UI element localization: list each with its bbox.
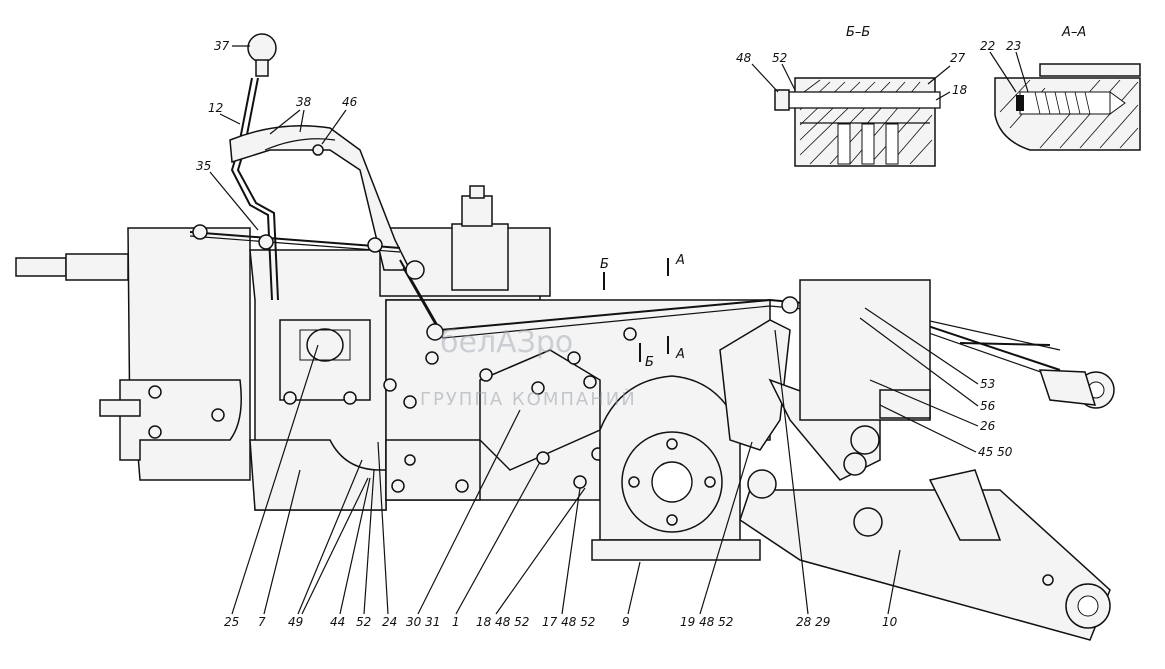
svg-text:19 48 52: 19 48 52 — [680, 615, 733, 629]
callout-22: 22 — [980, 39, 1017, 93]
callout-49: 49 — [288, 459, 369, 629]
section-bb-view: Б–Б 48 52 27 18 — [736, 25, 968, 167]
output-flange — [591, 375, 761, 561]
svg-text:25: 25 — [224, 615, 239, 629]
svg-text:37: 37 — [214, 39, 230, 53]
rear-linkage — [719, 279, 1115, 641]
callout-56: 56 — [859, 317, 996, 413]
callout-9: 9 — [622, 561, 641, 629]
svg-text:56: 56 — [980, 399, 996, 413]
callout-28-29: 28 29 — [774, 329, 830, 629]
svg-text:1: 1 — [452, 615, 460, 629]
svg-text:Б: Б — [645, 355, 654, 370]
callout-25: 25 — [224, 344, 319, 629]
callout-52: 52 — [356, 469, 375, 629]
section-aa-view: А–А 22 23 — [980, 25, 1141, 151]
svg-text:44: 44 — [330, 615, 345, 629]
callout-48: 48 — [736, 51, 779, 93]
svg-text:22: 22 — [980, 39, 995, 53]
svg-text:38: 38 — [296, 95, 312, 109]
callout-27: 27 — [927, 51, 966, 85]
svg-text:Б: Б — [600, 257, 609, 272]
callout-26: 26 — [869, 379, 996, 433]
svg-text:30 31: 30 31 — [406, 615, 440, 629]
svg-text:7: 7 — [258, 615, 266, 629]
callout-30-31: 30 31 — [406, 409, 521, 629]
section-marks: Б А Б А — [600, 253, 685, 370]
svg-text:ГРУППА КОМПАНИЙ: ГРУППА КОМПАНИЙ — [420, 388, 637, 410]
watermark: белАЗро ГРУППА КОМПАНИЙ — [420, 325, 637, 410]
svg-text:49: 49 — [288, 615, 303, 629]
svg-text:52: 52 — [356, 615, 371, 629]
callout-19-48-52: 19 48 52 — [680, 441, 753, 629]
svg-text:48: 48 — [736, 51, 752, 65]
callout-44: 44 — [330, 477, 371, 629]
bottom-callouts: 25 7 49 44 52 24 30 31 1 18 48 52 17 48 … — [224, 329, 901, 629]
svg-text:10: 10 — [882, 615, 898, 629]
svg-text:27: 27 — [950, 51, 966, 65]
section-aa-title: А–А — [1061, 25, 1086, 40]
svg-text:А: А — [675, 347, 685, 362]
callout-23: 23 — [1006, 39, 1029, 93]
svg-text:17 48 52: 17 48 52 — [542, 615, 595, 629]
svg-text:52: 52 — [772, 51, 787, 65]
callout-24: 24 — [377, 441, 397, 629]
callout-35: 35 — [196, 159, 259, 231]
callout-18-48-52: 18 48 52 — [476, 487, 586, 629]
callout-38: 38 — [269, 95, 312, 135]
svg-text:18 48 52: 18 48 52 — [476, 615, 529, 629]
svg-text:24: 24 — [382, 615, 397, 629]
callout-17-48-52: 17 48 52 — [542, 487, 595, 629]
callout-53: 53 — [864, 307, 995, 391]
svg-text:45 50: 45 50 — [978, 445, 1013, 459]
callout-45-50: 45 50 — [879, 404, 1013, 459]
svg-text:18: 18 — [952, 83, 968, 97]
section-bb-title: Б–Б — [846, 25, 870, 40]
callout-1: 1 — [452, 461, 541, 629]
callout-46: 46 — [321, 95, 358, 145]
svg-text:А: А — [675, 253, 685, 268]
svg-text:9: 9 — [622, 615, 630, 629]
callout-52-bb: 52 — [772, 51, 796, 91]
svg-text:35: 35 — [196, 159, 211, 173]
callout-7: 7 — [258, 469, 301, 629]
callout-10: 10 — [882, 549, 901, 629]
svg-text:12: 12 — [208, 101, 223, 115]
callout-12: 12 — [208, 101, 241, 125]
callout-37: 37 — [214, 39, 250, 53]
svg-text:53: 53 — [980, 377, 995, 391]
callout-18-bb: 18 — [935, 83, 968, 101]
svg-text:46: 46 — [342, 95, 358, 109]
svg-text:28 29: 28 29 — [796, 615, 830, 629]
svg-text:26: 26 — [980, 419, 996, 433]
svg-text:23: 23 — [1006, 39, 1021, 53]
svg-text:белАЗро: белАЗро — [440, 325, 573, 360]
